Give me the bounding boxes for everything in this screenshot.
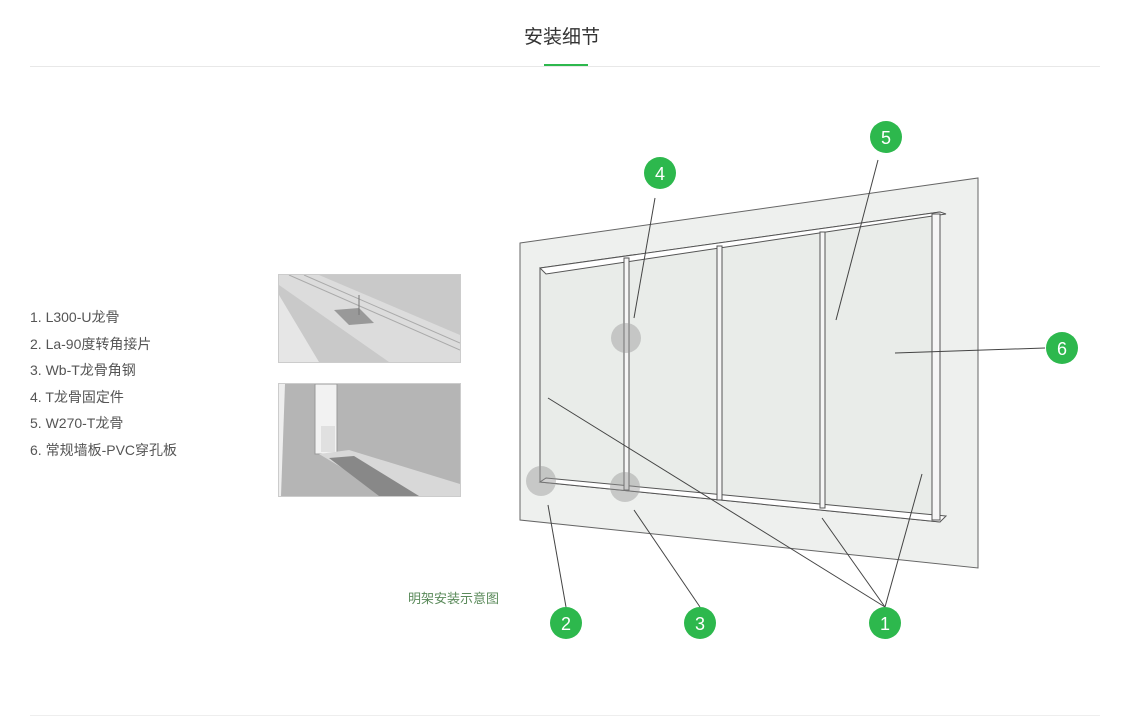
svg-text:3: 3 xyxy=(695,614,705,634)
legend-item: 5. W270-T龙骨 xyxy=(30,415,124,431)
legend-item: 1. L300-U龙骨 xyxy=(30,309,120,325)
t-keels xyxy=(623,213,941,521)
svg-text:2: 2 xyxy=(561,614,571,634)
marker-1: 1 xyxy=(869,607,901,639)
diagram-caption: 明架安装示意图 xyxy=(408,591,500,606)
marker-6: 6 xyxy=(1046,332,1078,364)
parts-legend: 1. L300-U龙骨 2. La-90度转角接片 3. Wb-T龙骨角钢 4.… xyxy=(30,304,177,463)
legend-item: 2. La-90度转角接片 xyxy=(30,335,152,352)
detail-image-corner-plate xyxy=(278,274,461,363)
marker-5: 5 xyxy=(870,121,902,153)
divider xyxy=(30,66,1100,67)
pointer-lines xyxy=(547,159,1046,608)
highlight-spots xyxy=(526,323,641,502)
marker-4: 4 xyxy=(644,157,676,189)
legend-item: 6. 常规墙板-PVC穿孔板 xyxy=(30,441,178,458)
svg-text:4: 4 xyxy=(655,164,665,184)
legend-item: 4. T龙骨固定件 xyxy=(30,388,124,405)
title-underline xyxy=(544,64,588,66)
marker-3: 3 xyxy=(684,607,716,639)
svg-text:5: 5 xyxy=(881,128,891,148)
detail-image-post-fixing xyxy=(278,383,461,497)
bottom-divider xyxy=(30,715,1100,716)
section-title: 安装细节 xyxy=(523,27,600,48)
marker-2: 2 xyxy=(550,607,582,639)
legend-item: 3. Wb-T龙骨角钢 xyxy=(30,362,136,378)
svg-text:6: 6 xyxy=(1057,339,1067,359)
svg-text:1: 1 xyxy=(880,614,890,634)
